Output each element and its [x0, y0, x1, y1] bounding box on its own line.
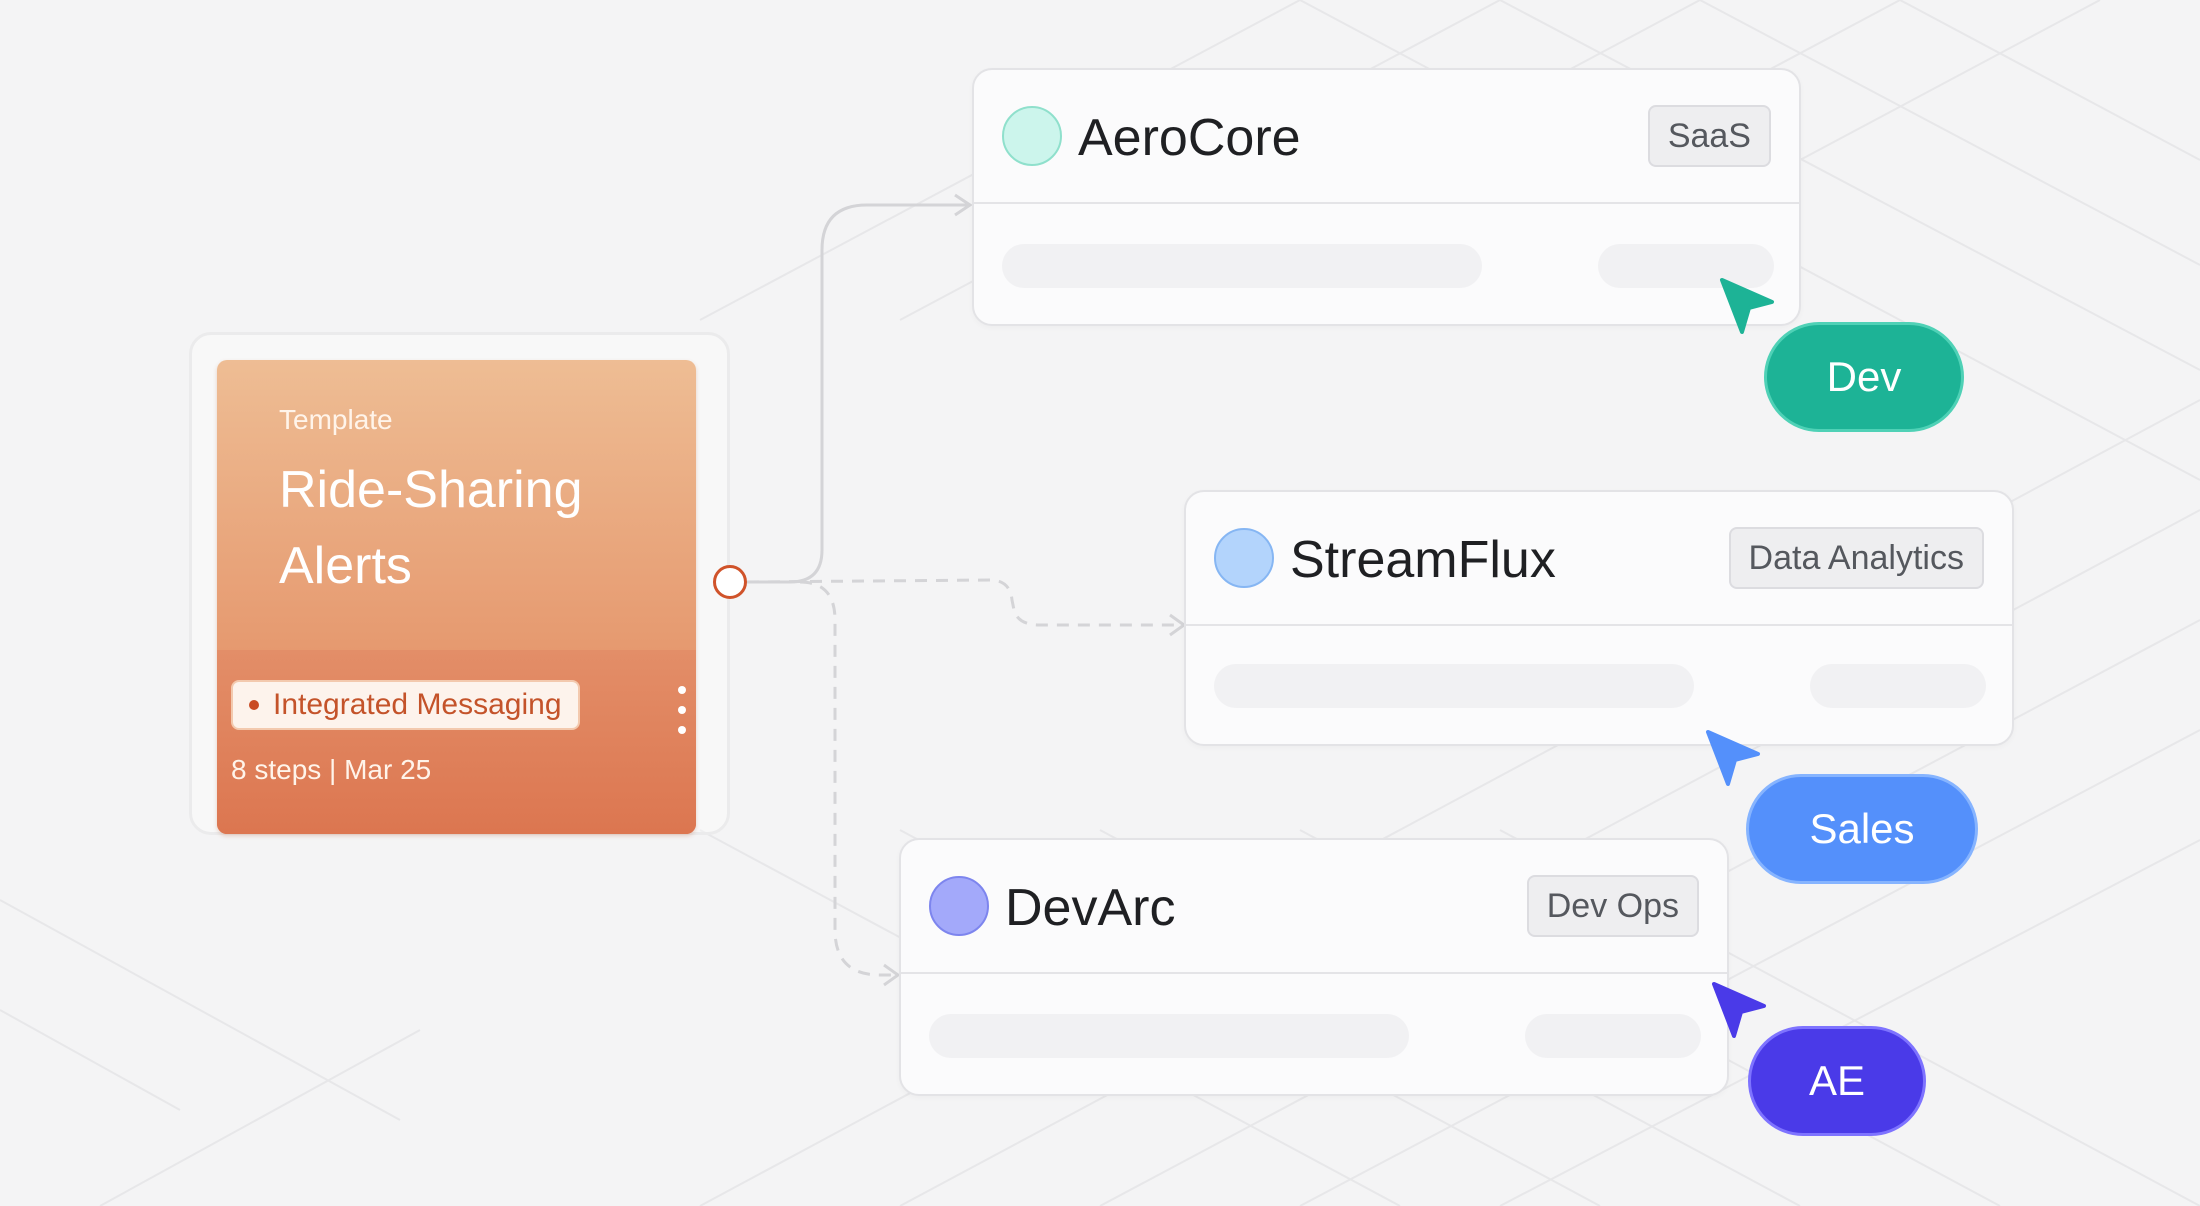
cursor-arrow-icon	[1712, 982, 1766, 1038]
template-card-footer	[217, 650, 696, 834]
template-card-header: Template Ride-Sharing Alerts	[217, 360, 696, 650]
template-tag: Integrated Messaging	[231, 680, 580, 730]
node-category-badge: SaaS	[1647, 105, 1771, 167]
cursor-arrow-icon	[1720, 278, 1774, 334]
node-category-badge: Dev Ops	[1526, 875, 1699, 937]
placeholder-bar	[1525, 1014, 1701, 1058]
node-status-dot	[1002, 106, 1062, 166]
cursor-label-ae: AE	[1748, 1026, 1926, 1136]
node-status-dot	[929, 876, 989, 936]
template-card[interactable]: Template Ride-Sharing Alerts Integrated …	[217, 360, 696, 834]
node-devarc[interactable]: DevArc Dev Ops	[899, 838, 1729, 1096]
node-title: StreamFlux	[1290, 531, 1556, 589]
template-title: Ride-Sharing Alerts	[279, 461, 583, 595]
template-kicker: Template	[279, 404, 393, 435]
tag-dot-icon	[249, 700, 259, 710]
cursor-label-dev: Dev	[1764, 322, 1964, 432]
node-header: AeroCore SaaS	[974, 70, 1799, 204]
node-title: AeroCore	[1078, 109, 1301, 167]
node-category-badge: Data Analytics	[1728, 527, 1984, 589]
node-streamflux[interactable]: StreamFlux Data Analytics	[1184, 490, 2014, 746]
cursor-label-sales: Sales	[1746, 774, 1978, 884]
placeholder-bar	[1810, 664, 1986, 708]
output-port[interactable]	[713, 565, 747, 599]
node-title: DevArc	[1005, 879, 1176, 937]
template-tag-label: Integrated Messaging	[273, 688, 562, 721]
placeholder-bar	[1002, 244, 1482, 288]
more-options-icon[interactable]	[675, 686, 689, 736]
template-meta: 8 steps | Mar 25	[231, 754, 432, 785]
cursor-arrow-icon	[1706, 730, 1760, 786]
node-aerocore[interactable]: AeroCore SaaS	[972, 68, 1801, 326]
placeholder-bar	[1598, 244, 1774, 288]
node-status-dot	[1214, 528, 1274, 588]
placeholder-bar	[929, 1014, 1409, 1058]
node-header: StreamFlux Data Analytics	[1186, 492, 2012, 626]
placeholder-bar	[1214, 664, 1694, 708]
node-header: DevArc Dev Ops	[901, 840, 1727, 974]
